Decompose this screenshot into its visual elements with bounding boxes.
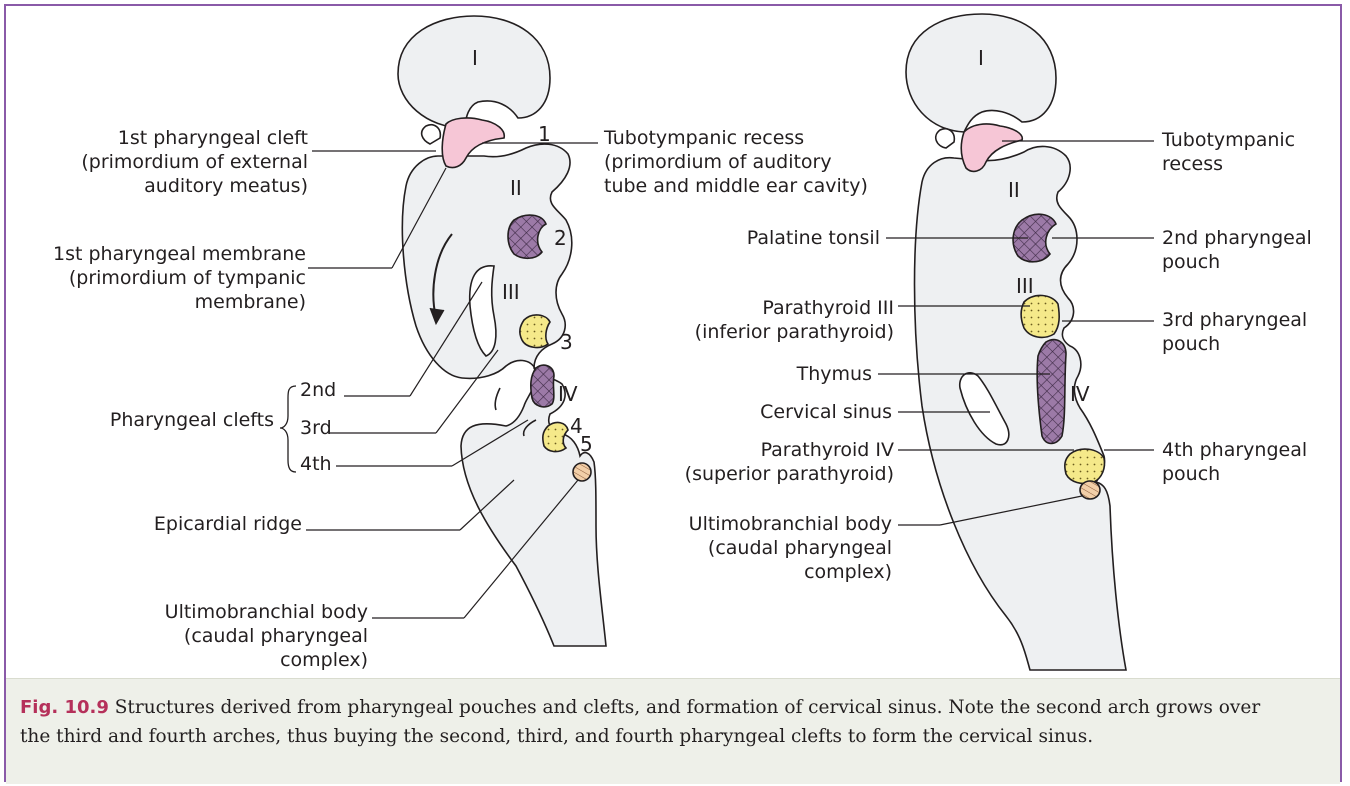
left-arch-1: [398, 16, 550, 128]
left-thymus: [531, 365, 554, 407]
caption-line-2: the third and fourth arches, thus buying…: [20, 726, 1093, 747]
label-tubotympanic-recess-right: Tubotympanic recess: [1162, 128, 1295, 176]
right-arch-1: [906, 14, 1056, 132]
right-parathyroid-3: [1021, 295, 1059, 337]
caption-line-1: Structures derived from pharyngeal pouch…: [109, 697, 1260, 718]
right-arch-label-1: I: [978, 46, 984, 70]
right-ultimobranchial-body: [1080, 481, 1100, 499]
label-parathyroid-3: Parathyroid III (inferior parathyroid): [646, 296, 894, 344]
left-arch-label-1: I: [472, 46, 478, 70]
label-cleft-4th: 4th: [300, 452, 332, 476]
label-ultimobranchial-body-left: Ultimobranchial body (caudal pharyngeal …: [106, 600, 368, 672]
label-ultimobranchial-body-right: Ultimobranchial body (caudal pharyngeal …: [626, 512, 892, 584]
clefts-brace: [280, 386, 296, 472]
left-arch-label-3: III: [502, 280, 520, 304]
figure-frame: 1st pharyngeal cleft (primordium of exte…: [4, 4, 1342, 782]
right-thymus: [1037, 340, 1066, 444]
left-parathyroid-4: [543, 423, 568, 452]
label-palatine-tonsil: Palatine tonsil: [666, 226, 880, 250]
label-cleft-2nd: 2nd: [300, 378, 336, 402]
right-arch-label-2: II: [1008, 178, 1020, 202]
label-thymus: Thymus: [706, 362, 872, 386]
label-cervical-sinus: Cervical sinus: [666, 400, 892, 424]
left-arch-label-4: IV: [558, 382, 578, 406]
left-pouch-number-5: 5: [580, 432, 593, 456]
label-cleft-3rd: 3rd: [300, 416, 332, 440]
label-tubotympanic-recess-left: Tubotympanic recess (primordium of audit…: [604, 126, 868, 198]
right-arch-label-3: III: [1016, 274, 1034, 298]
left-parathyroid-3: [520, 315, 550, 348]
label-1st-pharyngeal-cleft: 1st pharyngeal cleft (primordium of exte…: [46, 126, 308, 198]
right-parathyroid-4: [1065, 449, 1105, 484]
left-first-cleft: [422, 125, 441, 144]
left-arch-label-2: II: [510, 176, 522, 200]
label-parathyroid-4: Parathyroid IV (superior parathyroid): [646, 438, 894, 486]
left-embryo: [398, 16, 606, 646]
label-3rd-pharyngeal-pouch: 3rd pharyngeal pouch: [1162, 308, 1307, 356]
left-ultimobranchial-body: [573, 463, 591, 481]
right-embryo: [906, 14, 1126, 670]
left-pouch-number-3: 3: [560, 330, 573, 354]
label-2nd-pharyngeal-pouch: 2nd pharyngeal pouch: [1162, 226, 1312, 274]
label-pharyngeal-clefts: Pharyngeal clefts: [66, 408, 274, 432]
left-pouch-number-1: 1: [538, 122, 551, 146]
right-first-cleft: [936, 129, 955, 148]
figure-number: Fig. 10.9: [20, 697, 109, 718]
figure-caption: Fig. 10.9 Structures derived from pharyn…: [6, 678, 1340, 784]
label-4th-pharyngeal-pouch: 4th pharyngeal pouch: [1162, 438, 1307, 486]
label-epicardial-ridge: Epicardial ridge: [66, 512, 302, 536]
label-1st-pharyngeal-membrane: 1st pharyngeal membrane (primordium of t…: [26, 242, 306, 314]
left-pouch-number-2: 2: [554, 226, 567, 250]
right-arch-label-4: IV: [1070, 382, 1090, 406]
